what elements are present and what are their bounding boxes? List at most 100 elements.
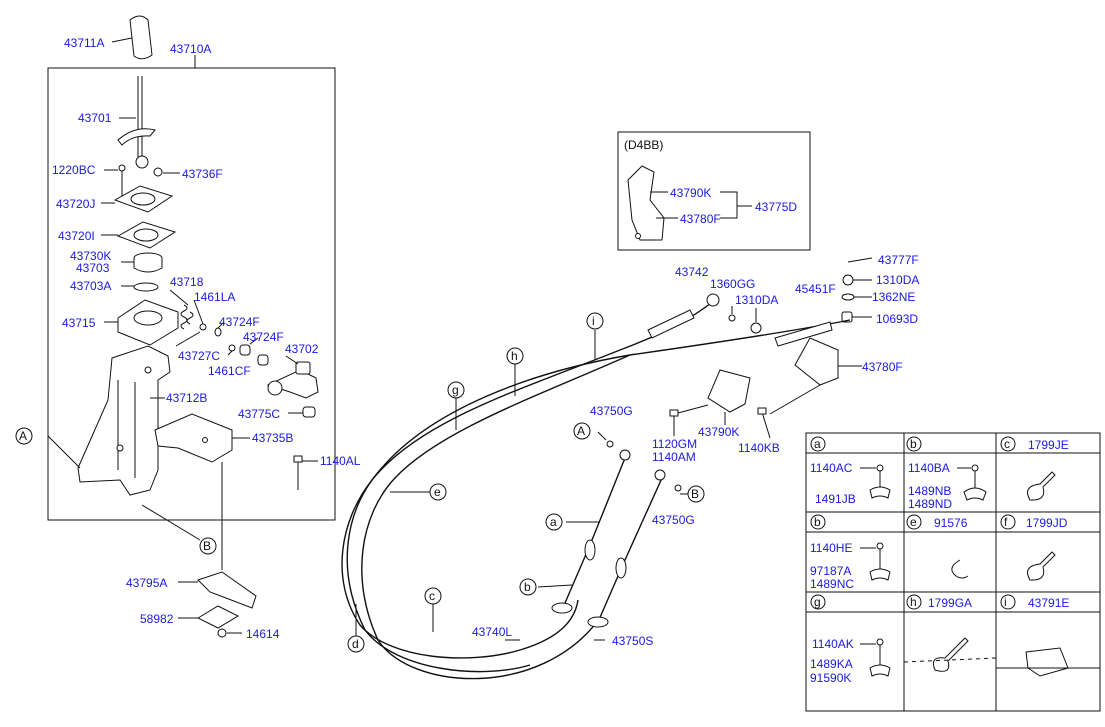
nut-1310DA	[842, 274, 872, 286]
bracket-43712B	[77, 345, 171, 496]
label-1362NE: 1362NE	[872, 290, 915, 304]
cable-boot	[647, 309, 695, 339]
label-43730K: 43730K	[70, 249, 111, 263]
callout-B-left: B	[203, 539, 211, 553]
callout-A-right: A	[577, 424, 585, 438]
bushing-43730K	[121, 252, 163, 273]
parts-table	[805, 432, 1101, 712]
label-43750G-a: 43750G	[590, 404, 633, 418]
cell-g-letter: g	[814, 595, 821, 609]
callout-h: h	[511, 349, 518, 363]
label-43780F: 43780F	[862, 360, 903, 374]
bracket-43735B	[154, 413, 250, 463]
bracket-43780F	[769, 337, 862, 415]
nut-1360GG	[728, 306, 736, 322]
cell-e-letter: e	[910, 515, 917, 529]
label-43750G-b: 43750G	[652, 513, 695, 527]
cell-h-title: 1799GA	[928, 596, 972, 610]
pin-43724F	[175, 321, 269, 366]
label-43775D: 43775D	[755, 200, 797, 214]
label-43795A: 43795A	[126, 576, 167, 590]
bushing-43775C	[288, 406, 316, 418]
lever-43702	[266, 355, 319, 399]
callout-A-left: A	[19, 429, 27, 443]
label-43703: 43703	[76, 261, 110, 275]
shift-lever	[117, 76, 180, 177]
label-43718: 43718	[170, 275, 204, 289]
label-43740L: 43740L	[472, 625, 512, 639]
spring-43718	[169, 289, 194, 330]
cell-g-part-3: 91590K	[810, 671, 851, 685]
cell-h-letter: h	[910, 595, 917, 609]
nut-1310DA-b	[750, 308, 762, 334]
label-43790K: 43790K	[698, 425, 739, 439]
cell-a-letter: a	[814, 437, 821, 451]
label-1120GM: 1120GM	[652, 437, 697, 451]
d4bb-frame	[617, 131, 811, 251]
label-D4BB: (D4BB)	[624, 138, 663, 152]
label-43724F-a: 43724F	[219, 315, 260, 329]
cable-boot-2	[774, 321, 833, 347]
part-labels: 43711A 43710A 43701 1220BC 43736F 43720J…	[52, 36, 919, 648]
cell-f-letter: f	[1004, 515, 1008, 529]
label-1140AL: 1140AL	[320, 454, 361, 468]
shift-knob	[111, 15, 153, 60]
plate-43720I	[101, 221, 177, 249]
bolt-1140KB	[757, 407, 771, 439]
label-1461CF: 1461CF	[208, 364, 251, 378]
bolt-1140AL	[293, 455, 318, 490]
cell-i-title: 43791E	[1028, 596, 1069, 610]
label-43735B: 43735B	[252, 431, 293, 445]
label-43703A: 43703A	[70, 279, 111, 293]
callout-g: g	[452, 383, 459, 397]
plate-58982	[178, 605, 240, 629]
label-43720J: 43720J	[56, 197, 95, 211]
callout-b: b	[524, 580, 531, 594]
leader-A	[47, 435, 81, 469]
cell-b1-part-1: 1140BA	[908, 461, 950, 475]
bolt-1220BC	[104, 164, 126, 196]
cell-i-letter: i	[1004, 595, 1007, 609]
cell-b2-part-1: 1140HE	[810, 541, 852, 555]
callout-i: i	[592, 314, 595, 328]
cell-b2-letter: b	[814, 515, 821, 529]
cell-b1-letter: b	[910, 437, 917, 451]
label-43742: 43742	[675, 265, 709, 279]
leader-B	[141, 504, 201, 541]
cell-f-title: 1799JD	[1026, 516, 1068, 530]
label-1140AM: 1140AM	[652, 450, 696, 464]
cell-b2-part-3: 1489NC	[810, 577, 854, 591]
label-1310DA-a: 1310DA	[876, 273, 919, 287]
label-43702: 43702	[285, 342, 319, 356]
label-14614: 14614	[246, 627, 280, 641]
label-1140KB: 1140KB	[738, 441, 780, 455]
plate-43720J	[101, 185, 174, 213]
label-10693D: 10693D	[876, 312, 918, 326]
callout-circles	[15, 312, 705, 653]
callout-a: a	[550, 515, 557, 529]
label-1220BC: 1220BC	[52, 163, 96, 177]
callout-leaders	[355, 330, 688, 641]
label-1461LA: 1461LA	[194, 290, 235, 304]
clip-43777F	[847, 257, 873, 263]
lever-assembly-frame	[47, 55, 336, 521]
callout-c: c	[429, 589, 435, 603]
label-58982: 58982	[140, 612, 174, 626]
cell-a-part-2: 1491JB	[815, 492, 856, 506]
washer-1461LA	[193, 299, 207, 331]
label-43710A: 43710A	[170, 42, 211, 56]
label-1360GG: 1360GG	[710, 277, 755, 291]
callout-d: d	[352, 637, 359, 651]
callout-B-right: B	[691, 487, 699, 501]
label-43720I: 43720I	[58, 229, 95, 243]
label-43790K-top: 43790K	[670, 186, 711, 200]
label-43780F-top: 43780F	[680, 212, 721, 226]
bracket-43790K	[707, 369, 751, 425]
label-43701: 43701	[78, 111, 112, 125]
label-43736F: 43736F	[182, 167, 223, 181]
label-43712B: 43712B	[166, 391, 207, 405]
cell-b1-part-2: 1489NB	[908, 484, 951, 498]
plate-43795A	[178, 571, 257, 609]
cell-c-title: 1799JE	[1028, 438, 1069, 452]
